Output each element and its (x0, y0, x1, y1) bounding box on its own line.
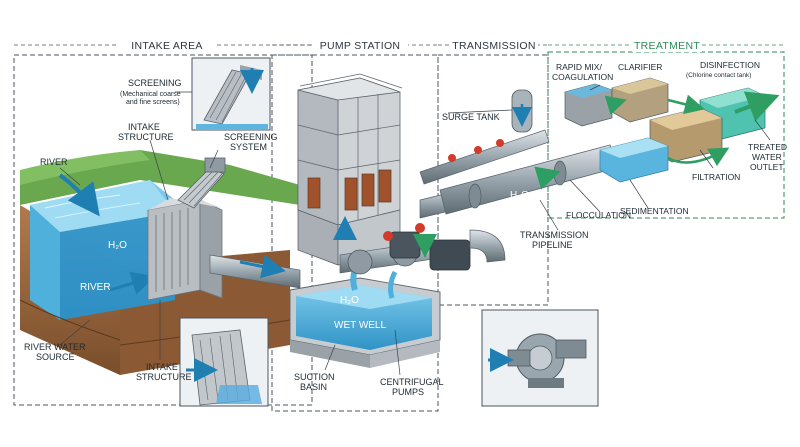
section-title-intake: INTAKE AREA (131, 40, 202, 52)
label-surge-tank: SURGE TANK (442, 112, 500, 122)
screening-inset (192, 58, 270, 130)
label-rapid-mix-1: RAPID MIX/ (556, 62, 602, 72)
label-rapid-mix-2: COAGULATION (552, 72, 613, 82)
label-h2o-well: H₂O (340, 295, 359, 306)
wet-well (290, 258, 440, 368)
label-screening-sub1: (Mechanical coarse (120, 91, 181, 98)
label-disinfection-1: DISINFECTION (700, 60, 760, 70)
label-screening-title: SCREENING (128, 78, 182, 88)
label-river-body: RIVER (80, 282, 111, 293)
label-intake-structure-bottom-2: STRUCTURE (136, 372, 192, 382)
label-screening-sub2: and fine screens) (126, 99, 180, 106)
label-disinfection-2: (Chlorine contact tank) (686, 72, 751, 79)
label-transmission-pipeline-2: PIPELINE (532, 240, 573, 250)
centrifugal-pump-inset (482, 310, 598, 406)
label-river-source-2: SOURCE (36, 352, 75, 362)
label-suction-basin-2: BASIN (300, 382, 327, 392)
label-river-left: RIVER (40, 157, 68, 167)
label-centrifugal-1: CENTRIFUGAL (380, 377, 444, 387)
label-h2o-river: H₂O (108, 240, 127, 251)
label-treated-3: OUTLET (750, 162, 784, 172)
label-transmission-pipeline-1: TRANSMISSION (520, 230, 589, 240)
label-filtration: FILTRATION (692, 172, 740, 182)
label-wet-well: WET WELL (334, 320, 386, 331)
section-title-treatment: TREATMENT (634, 40, 700, 52)
label-centrifugal-2: PUMPS (392, 387, 424, 397)
label-screening-system-1: SCREENING (224, 132, 278, 142)
label-intake-structure-top-1: INTAKE (128, 122, 160, 132)
intake-detail-inset (180, 318, 268, 406)
label-suction-basin-1: SUCTION (294, 372, 335, 382)
label-sedimentation: SEDIMENTATION (620, 206, 689, 216)
label-river-source-1: RIVER WATER (24, 342, 86, 352)
section-title-transmission: TRANSMISSION (452, 40, 536, 52)
label-treated-2: WATER (752, 152, 782, 162)
label-treated-1: TREATED (748, 142, 787, 152)
label-intake-structure-bottom-1: INTAKE (146, 362, 178, 372)
intake-structure (148, 198, 222, 300)
label-h2o-pipe: H₂O (510, 190, 529, 201)
label-clarifier: CLARIFIER (618, 62, 662, 72)
label-intake-structure-top-2: STRUCTURE (118, 132, 174, 142)
label-screening-system-2: SYSTEM (230, 142, 267, 152)
section-title-pump: PUMP STATION (320, 40, 401, 52)
